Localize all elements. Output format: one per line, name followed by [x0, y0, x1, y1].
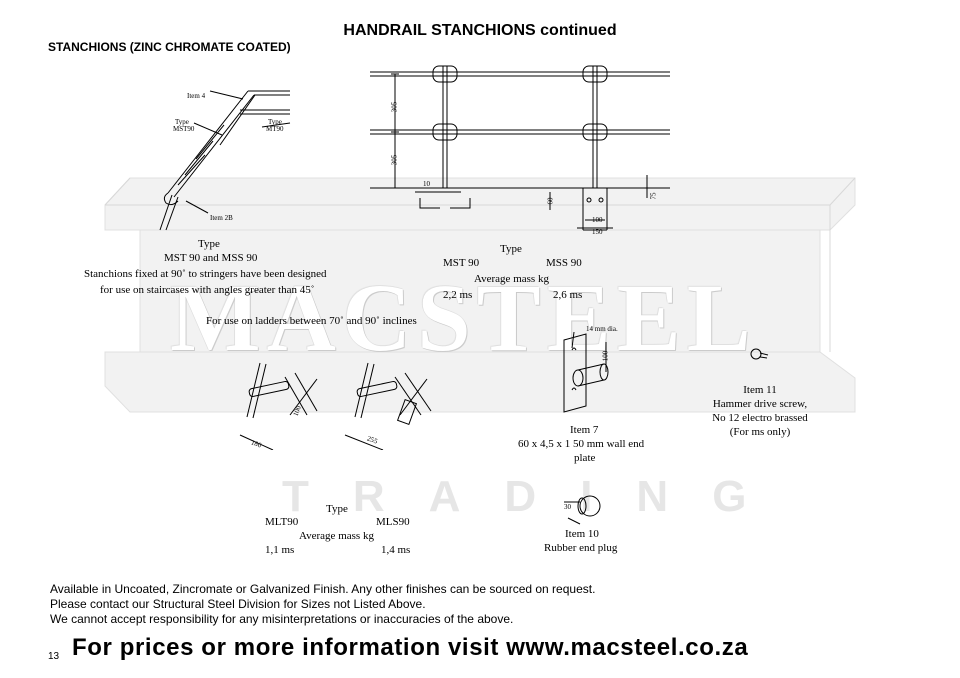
label-type-left: Type: [175, 118, 189, 126]
mst-type-heading: Type: [500, 243, 522, 255]
dim-75: 75: [649, 192, 658, 200]
dim-10: 10: [423, 180, 430, 188]
mst-val1: 2,2 ms: [443, 289, 473, 301]
watermark-macsteel: MACSTEEL: [170, 264, 757, 371]
dim-14mm-dia: 14 mm dia.: [586, 325, 618, 333]
dim-305-bottom: 305: [390, 154, 399, 166]
stair-type-heading: Type: [198, 238, 220, 250]
item7-line2: plate: [574, 452, 596, 464]
label-type-right: Type: [268, 118, 282, 126]
dim-305-top: 305: [390, 101, 399, 113]
stair-description-line1: Stanchions fixed at 90˚ to stringers hav…: [84, 268, 327, 280]
label-item4: Item 4: [187, 92, 206, 100]
item7-wall-end-plate-drawing: [563, 331, 609, 413]
mst-col1-header: MST 90: [443, 257, 480, 269]
footer-contact-note: Please contact our Structural Steel Divi…: [50, 597, 426, 611]
dim-item7-100: 100: [601, 350, 610, 362]
stair-description-line2: for use on staircases with angles greate…: [100, 284, 315, 296]
mst-mass-label: Average mass kg: [474, 273, 549, 285]
mlt-type-heading: Type: [326, 503, 348, 515]
item10-rubber-end-plug-drawing: [564, 495, 601, 525]
mlt-col1-header: MLT90: [265, 516, 299, 528]
label-mst90: MST90: [173, 125, 195, 133]
item11-line2: No 12 electro brassed: [712, 412, 808, 424]
label-item2b: Item 2B: [210, 214, 233, 222]
stair-type-models: MST 90 and MSS 90: [164, 252, 258, 264]
page-title: HANDRAIL STANCHIONS continued: [343, 22, 617, 39]
stair-stanchion-drawing: [159, 90, 291, 231]
item7-title: Item 7: [570, 424, 599, 436]
dim-150: 150: [592, 228, 603, 236]
item11-title: Item 11: [743, 384, 777, 396]
footer-finish-note: Available in Uncoated, Zincromate or Gal…: [50, 582, 596, 596]
mlt-col2-header: MLS90: [376, 516, 410, 528]
ladder-stanchion-drawings: [239, 362, 432, 450]
visit-website-banner: For prices or more information visit www…: [72, 634, 749, 661]
item11-line3: (For ms only): [729, 426, 791, 438]
item10-title: Item 10: [565, 528, 599, 540]
section-subtitle: STANCHIONS (ZINC CHROMATE COATED): [48, 40, 291, 54]
mlt-val1: 1,1 ms: [265, 544, 295, 556]
label-mt90: MT90: [266, 125, 284, 133]
dim-100: 100: [592, 216, 603, 224]
ladder-incline-note: For use on ladders between 70˚ and 90˚ i…: [206, 315, 417, 327]
item10-desc: Rubber end plug: [544, 542, 618, 554]
mst-col2-header: MSS 90: [546, 257, 582, 269]
dim-60: 60: [546, 197, 555, 205]
item7-line1: 60 x 4,5 x 1 50 mm wall end: [518, 438, 645, 450]
dim-30: 30: [564, 503, 571, 511]
page-number: 13: [48, 651, 60, 662]
mlt-val2: 1,4 ms: [381, 544, 411, 556]
stanchion-elevation-drawing: [370, 65, 670, 231]
item11-hammer-drive-screw-drawing: [750, 348, 769, 360]
mst-val2: 2,6 ms: [553, 289, 583, 301]
footer-disclaimer: We cannot accept responsibility for any …: [50, 612, 514, 626]
watermark-trading: TRADING: [282, 472, 791, 521]
item11-line1: Hammer drive screw,: [712, 398, 808, 410]
mlt-mass-label: Average mass kg: [299, 530, 374, 542]
